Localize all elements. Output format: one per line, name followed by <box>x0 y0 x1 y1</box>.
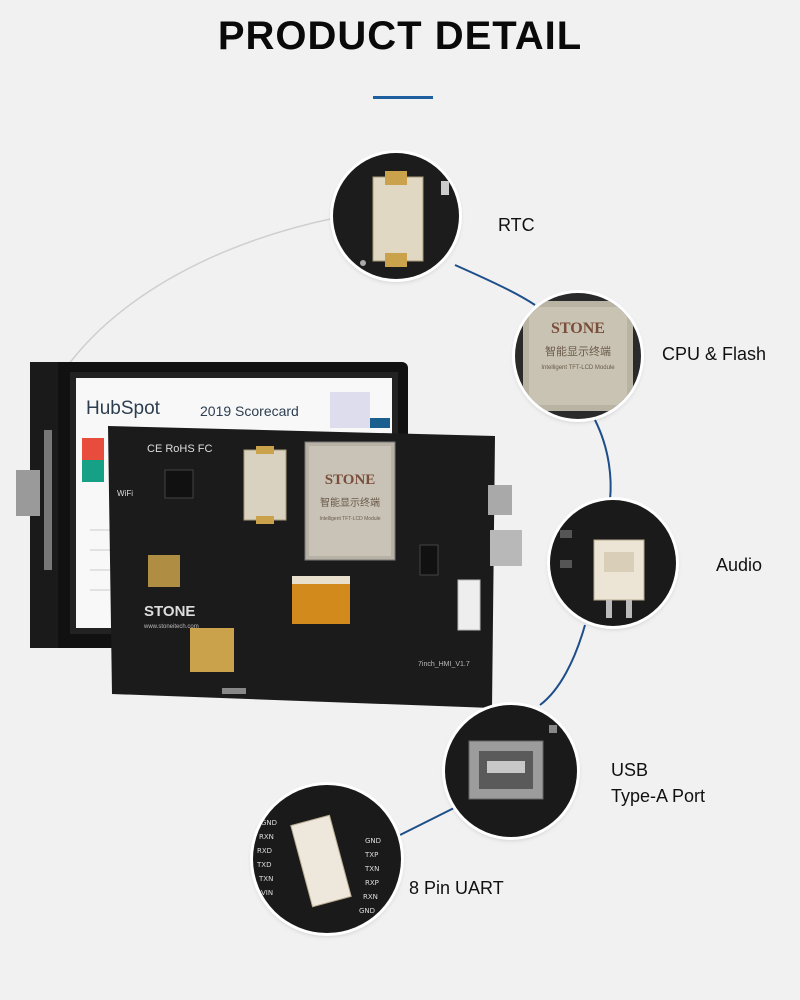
uart-pin-right-0: GND <box>365 837 381 845</box>
uart-pin-left-3: TXD <box>256 861 271 869</box>
uart-pin-left-5: VIN <box>261 889 273 897</box>
screen-logo: HubSpot <box>86 398 161 419</box>
uart-pin-right-2: TXN <box>364 865 379 873</box>
main-pcb: STONE 智能显示终端 Intelligent TFT-LCD Module … <box>108 426 522 708</box>
uart-pin-left-0: GND <box>261 819 277 827</box>
arc-rtc-cpu <box>454 264 536 306</box>
uart-pin-right-5: GND <box>359 907 375 915</box>
wifi-mark: WiFi <box>117 489 133 498</box>
pcb-marks: CE RoHS FC <box>147 443 212 455</box>
audio-connector-icon <box>560 530 645 618</box>
uart-pin-left-4: TXN <box>258 875 273 883</box>
usb-zoom-circle <box>445 705 577 837</box>
svg-text:STONE: STONE <box>551 320 605 337</box>
usb-label-line1: USB <box>611 760 649 780</box>
uart-label: 8 Pin UART <box>409 878 504 898</box>
arc-cpu-audio <box>594 419 612 501</box>
uart-pin-right-1: TXP <box>364 851 378 859</box>
uart-pin-right-3: RXP <box>365 879 379 887</box>
usb-port <box>488 485 512 515</box>
arc-audio-usb <box>539 624 586 706</box>
chip-sub: Intelligent TFT-LCD Module <box>319 516 380 522</box>
qr-code <box>148 555 180 587</box>
chip-brand: STONE <box>325 472 376 488</box>
arc-usb-uart <box>399 804 461 836</box>
rtc-holder-icon <box>360 171 449 267</box>
svg-text:Intelligent TFT-LCD Module: Intelligent TFT-LCD Module <box>541 365 615 371</box>
audio-label: Audio <box>716 555 763 575</box>
uart-pin-left-2: RXD <box>257 847 272 855</box>
cpu-zoom-circle: STONE 智能显示终端 Intelligent TFT-LCD Module <box>515 293 641 419</box>
gold-pad <box>190 628 234 672</box>
cpu-chip-icon: STONE 智能显示终端 Intelligent TFT-LCD Module <box>523 301 633 411</box>
uart-connector-icon: GND RXN RXD TXD TXN VIN GND TXP TXN RXP … <box>256 814 381 915</box>
pcb-version: 7inch_HMI_V1.7 <box>418 661 470 668</box>
title-underline <box>373 96 433 99</box>
uart-connector <box>457 579 481 631</box>
cpu-flash-label: CPU & Flash <box>662 344 767 364</box>
rtc-holder <box>243 449 287 521</box>
usb-label-line2: Type-A Port <box>611 786 706 806</box>
screen-heading: 2019 Scorecard <box>200 403 299 419</box>
rtc-label: RTC <box>498 215 535 235</box>
usb-label: USB Type-A Port <box>611 757 705 809</box>
svg-text:智能显示终端: 智能显示终端 <box>545 344 611 358</box>
chip-cn: 智能显示终端 <box>320 496 380 509</box>
rtc-zoom-circle <box>333 153 459 279</box>
fpc-connector <box>292 582 350 624</box>
pcb-url: www.stoneitech.com <box>143 624 199 630</box>
uart-pin-left-1: RXN <box>259 833 274 841</box>
uart-pin-right-4: RXN <box>363 893 378 901</box>
usb-port-icon <box>468 725 557 800</box>
pcb-brand: STONE <box>144 603 195 620</box>
uart-zoom-circle: GND RXN RXD TXD TXN VIN GND TXP TXN RXP … <box>253 785 401 933</box>
audio-zoom-circle <box>550 500 676 626</box>
page-title: PRODUCT DETAIL <box>217 14 583 58</box>
